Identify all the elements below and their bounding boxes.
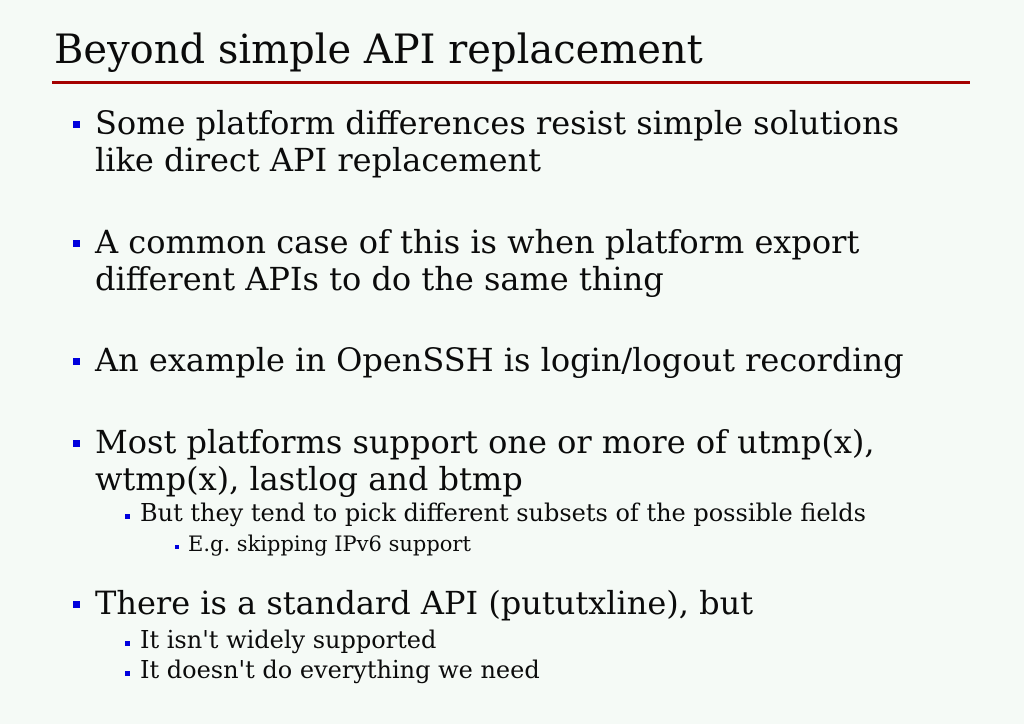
bullet-square-icon: [125, 514, 130, 519]
bullet-square-icon: [73, 440, 80, 447]
bullet-text: It isn't widely supported: [140, 626, 437, 654]
bullet-text: An example in OpenSSH is login/logout re…: [95, 341, 904, 379]
slide-title: Beyond simple API replacement: [54, 27, 703, 73]
bullet-item: There is a standard API (pututxline), bu…: [73, 584, 754, 622]
bullet-square-icon: [73, 358, 80, 365]
bullet-text: E.g. skipping IPv6 support: [188, 532, 471, 556]
bullet-item-continuation: different APIs to do the same thing: [95, 263, 664, 295]
bullet-text: like direct API replacement: [95, 141, 541, 179]
sub-bullet-item: It doesn't do everything we need: [125, 656, 540, 684]
bullet-item-continuation: wtmp(x), lastlog and btmp: [95, 463, 523, 495]
bullet-item: Most platforms support one or more of ut…: [73, 423, 875, 461]
bullet-square-icon: [73, 601, 80, 608]
bullet-text: But they tend to pick different subsets …: [140, 499, 866, 527]
sub-sub-bullet-item: E.g. skipping IPv6 support: [175, 532, 471, 556]
bullet-item: Some platform differences resist simple …: [73, 104, 899, 142]
bullet-item: A common case of this is when platform e…: [73, 223, 860, 261]
bullet-item-continuation: like direct API replacement: [95, 144, 541, 176]
bullet-square-icon: [125, 671, 130, 676]
title-underline-rule: [52, 81, 970, 84]
bullet-text: wtmp(x), lastlog and btmp: [95, 460, 523, 498]
bullet-square-icon: [73, 121, 80, 128]
bullet-square-icon: [73, 240, 80, 247]
bullet-text: A common case of this is when platform e…: [95, 223, 860, 261]
bullet-square-icon: [125, 641, 130, 646]
bullet-text: There is a standard API (pututxline), bu…: [95, 584, 754, 622]
bullet-text: different APIs to do the same thing: [95, 260, 664, 298]
bullet-text: Some platform differences resist simple …: [95, 104, 899, 142]
bullet-text: Most platforms support one or more of ut…: [95, 423, 875, 461]
sub-bullet-item: But they tend to pick different subsets …: [125, 499, 866, 527]
bullet-square-icon: [175, 545, 179, 549]
bullet-text: It doesn't do everything we need: [140, 656, 540, 684]
bullet-item: An example in OpenSSH is login/logout re…: [73, 341, 904, 379]
sub-bullet-item: It isn't widely supported: [125, 626, 437, 654]
